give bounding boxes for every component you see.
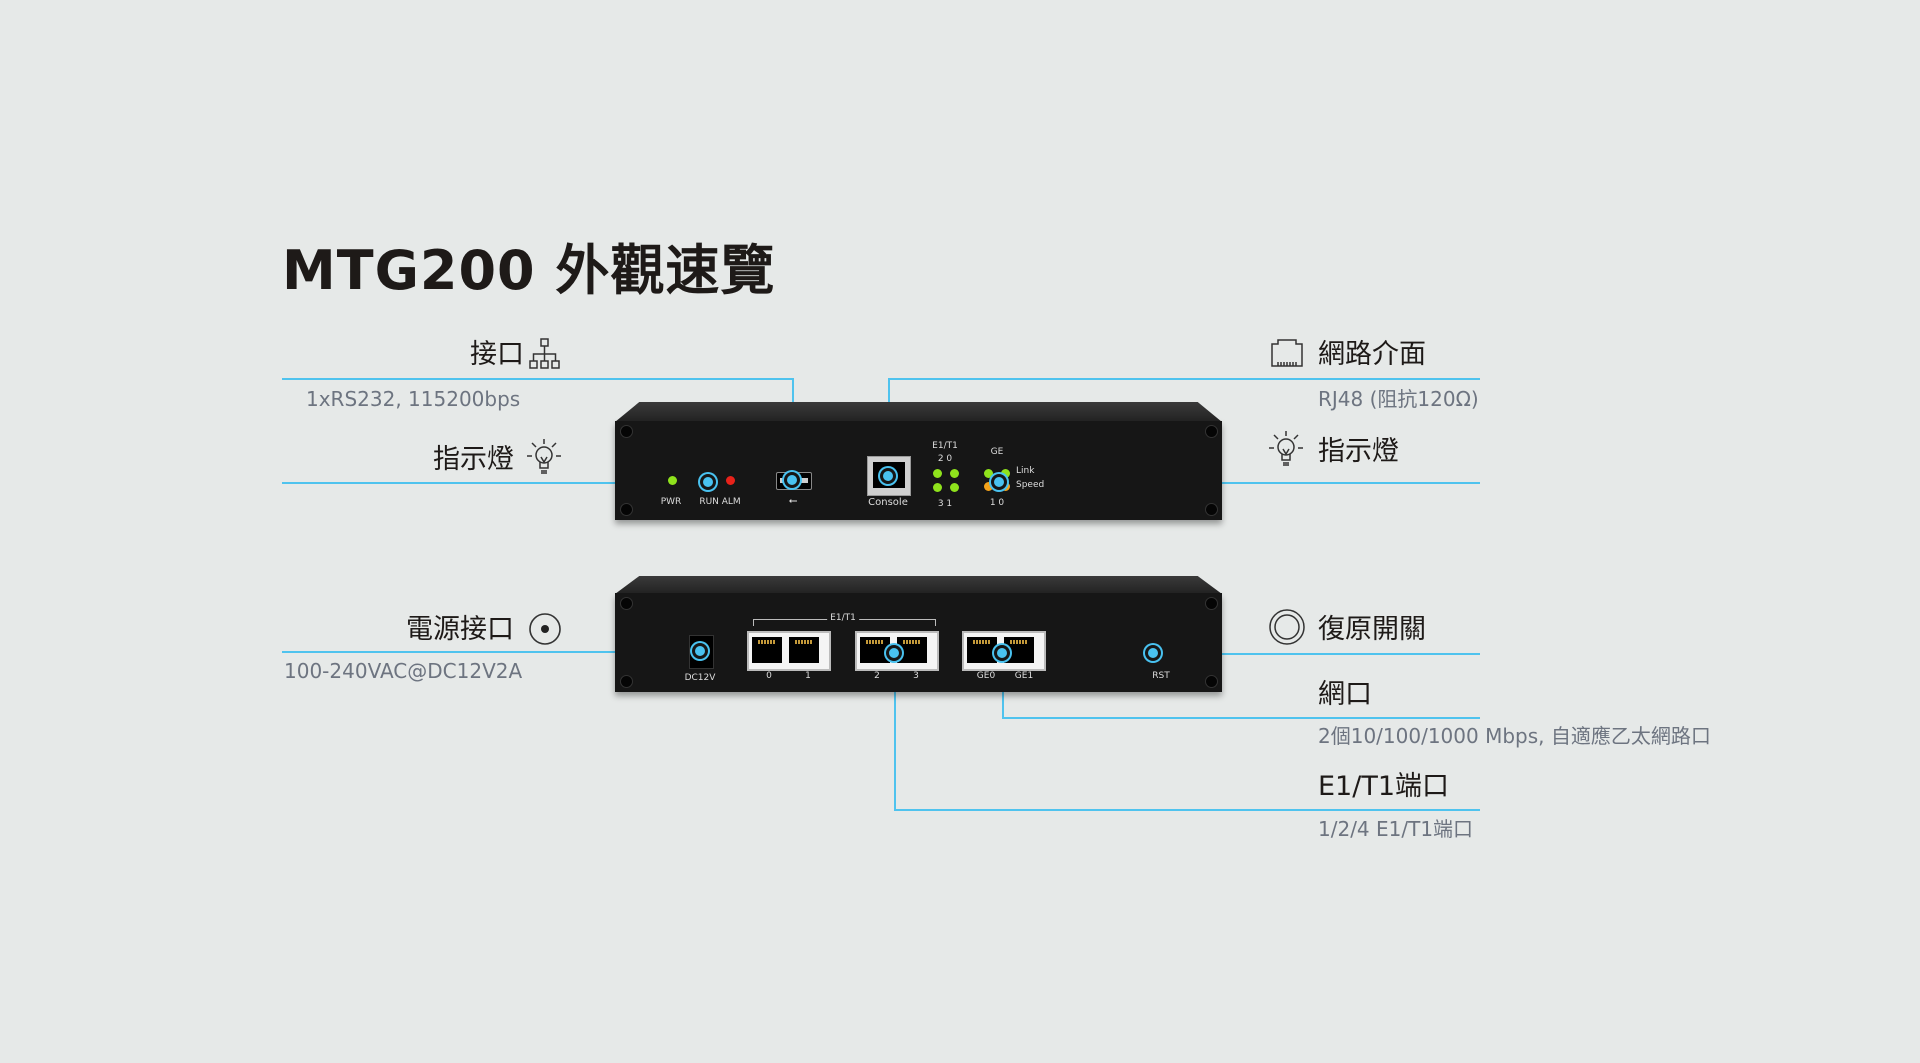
lan-heading: 網口 xyxy=(1318,679,1372,710)
ge-speed-led xyxy=(1001,482,1010,491)
ge-link-led xyxy=(1001,469,1010,478)
interface-detail: 1xRS232, 115200bps xyxy=(306,387,521,411)
reset-heading: 復原開關 xyxy=(1318,614,1426,645)
ge-link-led xyxy=(984,469,993,478)
callout-marker xyxy=(994,477,1004,487)
port-label: 0 xyxy=(766,671,772,681)
lan-leader-line xyxy=(1002,717,1480,719)
indicator-left-leader-line xyxy=(282,482,708,484)
speed-label: Speed xyxy=(1016,480,1045,490)
front-device-top xyxy=(615,402,1222,422)
port-label: 2 xyxy=(874,671,880,681)
e1t1-led xyxy=(933,483,942,492)
page-title: MTG200 外觀速覽 xyxy=(282,239,776,302)
e1t1-leader-line xyxy=(894,809,1480,811)
callout-marker xyxy=(703,477,713,487)
screw xyxy=(620,425,633,438)
e1t1-led xyxy=(933,469,942,478)
power-leader-line xyxy=(282,651,700,653)
screw xyxy=(620,675,633,688)
port-label: 1 xyxy=(805,671,811,681)
screw xyxy=(1205,503,1218,516)
e1t1-led xyxy=(950,483,959,492)
ge-led-label: GE xyxy=(990,447,1004,457)
rst-label: RST xyxy=(1152,671,1170,681)
reset-leader-line xyxy=(1153,653,1480,655)
e1t1-detail: 1/2/4 E1/T1端口 xyxy=(1318,817,1474,841)
callout-marker xyxy=(695,646,705,656)
ge-led-bottom-numbers: 1 0 xyxy=(989,498,1005,508)
lightbulb-icon xyxy=(1269,431,1303,466)
interface-leader-line xyxy=(282,378,793,380)
e1t1-leader-line-v xyxy=(894,653,896,810)
network-interface-leader-line xyxy=(888,378,1480,380)
power-detail: 100-240VAC@DC12V2A xyxy=(284,659,523,683)
port-label: GE0 xyxy=(976,671,996,681)
power-dot-icon xyxy=(529,613,561,645)
interface-heading: 接口 xyxy=(470,339,524,370)
rear-e1t1-label: E1/T1 xyxy=(827,613,859,623)
screw xyxy=(620,503,633,516)
indicator-left-heading: 指示燈 xyxy=(433,444,514,475)
indicator-right-heading: 指示燈 xyxy=(1318,436,1399,467)
alm-led xyxy=(726,476,735,485)
rear-device-top xyxy=(615,576,1222,594)
network-tree-icon xyxy=(529,338,560,369)
callout-marker xyxy=(787,475,797,485)
callout-marker xyxy=(883,471,893,481)
screw xyxy=(1205,597,1218,610)
indicator-right-leader-line xyxy=(999,482,1480,484)
usb-symbol-icon: ⭠ xyxy=(788,494,798,507)
run-alm-label: RUN ALM xyxy=(699,497,741,507)
callout-marker xyxy=(889,648,899,658)
e1t1-led-top-numbers: 2 0 xyxy=(937,454,953,464)
port-label: GE1 xyxy=(1014,671,1034,681)
link-label: Link xyxy=(1016,466,1035,476)
rj45-port-icon xyxy=(1271,339,1303,367)
dc-label: DC12V xyxy=(684,673,716,683)
network-interface-heading: 網路介面 xyxy=(1318,339,1426,370)
ge-speed-led xyxy=(984,482,993,491)
pwr-led xyxy=(668,476,677,485)
reset-button-marker[interactable] xyxy=(1148,648,1158,658)
lan-detail: 2個10/100/1000 Mbps, 自適應乙太網路口 xyxy=(1318,724,1711,748)
network-interface-detail: RJ48 (阻抗120Ω) xyxy=(1318,387,1479,411)
e1t1-port-pair-0-1[interactable] xyxy=(747,631,831,671)
screw xyxy=(1205,425,1218,438)
power-heading: 電源接口 xyxy=(406,614,514,645)
e1t1-heading: E1/T1端口 xyxy=(1318,771,1450,802)
pwr-label: PWR xyxy=(660,497,682,507)
e1t1-led-label: E1/T1 xyxy=(932,441,958,451)
double-ring-icon xyxy=(1269,609,1305,645)
screw xyxy=(620,597,633,610)
lightbulb-icon xyxy=(527,439,561,474)
front-device-panel xyxy=(615,421,1222,520)
screw xyxy=(1205,675,1218,688)
console-label: Console xyxy=(868,497,908,508)
callout-marker xyxy=(997,648,1007,658)
e1t1-led-bottom-numbers: 3 1 xyxy=(937,499,953,509)
e1t1-led xyxy=(950,469,959,478)
port-label: 3 xyxy=(913,671,919,681)
